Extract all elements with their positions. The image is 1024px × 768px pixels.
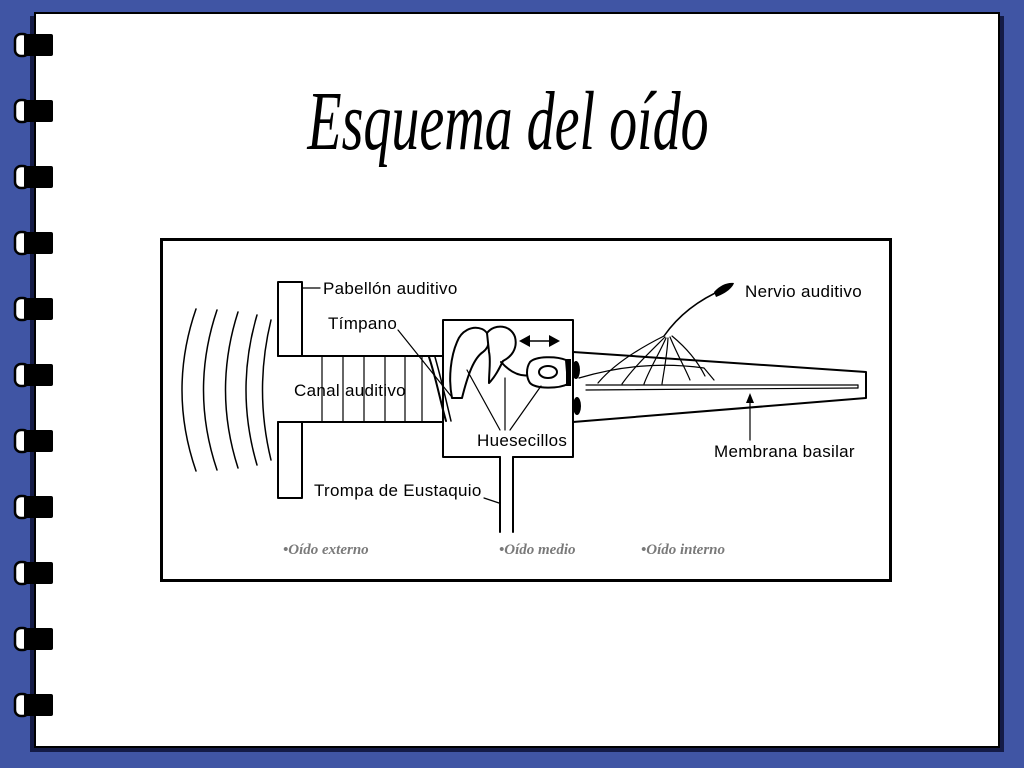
label-ear-canal: Canal auditivo [294, 381, 406, 400]
middle-ear-chamber [442, 319, 574, 458]
sound-wave-arc [261, 319, 272, 461]
pinna-lower [277, 421, 303, 499]
spiral-binding [13, 32, 55, 718]
basilar-membrane-line [585, 387, 859, 391]
section-label-middle-ear: •Oído medio [499, 542, 576, 558]
ossicle-leader-line [509, 385, 542, 431]
ear-canal [277, 355, 444, 423]
label-eardrum: Tímpano [328, 314, 397, 333]
binding-ring-icon [13, 626, 55, 652]
pinna [277, 281, 303, 499]
auditory-nerve [597, 282, 734, 385]
label-auditory-nerve: Nervio auditivo [745, 282, 862, 301]
sound-wave-arc [181, 308, 197, 472]
ear-canal-ridges [321, 356, 423, 422]
binding-ring-icon [13, 362, 55, 388]
binding-ring-icon [13, 692, 55, 718]
nerve-fiber [643, 337, 667, 385]
stapes-opening [538, 365, 558, 379]
label-basilar-membrane: Membrana basilar [714, 442, 855, 461]
sound-wave-arc [245, 314, 258, 466]
nerve-fiber [671, 335, 706, 377]
label-pinna: Pabellón auditivo [323, 279, 458, 298]
nerve-trunk [663, 288, 725, 337]
ossicles-leader-lines [466, 369, 542, 431]
oval-window [572, 361, 580, 379]
incus [486, 325, 517, 384]
cochlear-partition [578, 364, 715, 381]
basilar-membrane [585, 384, 859, 391]
nerve-fibers [597, 335, 706, 385]
ossicles [449, 325, 571, 399]
ossicle-leader-line [466, 369, 501, 431]
nerve-fiber [621, 336, 666, 385]
eustachian-leader-line [483, 497, 500, 504]
nerve-fiber [669, 336, 691, 381]
binding-ring-icon [13, 98, 55, 124]
binding-ring-icon [13, 164, 55, 190]
binding-ring-icon [13, 32, 55, 58]
binding-ring-icon [13, 428, 55, 454]
sound-wave-arc [224, 311, 239, 469]
binding-ring-icon [13, 494, 55, 520]
pinna-upper [277, 281, 303, 357]
binding-ring-icon [13, 296, 55, 322]
stapes-footplate [566, 359, 571, 386]
nerve-fiber [597, 335, 665, 384]
eardrum-membrane [428, 356, 447, 422]
nerve-fiber [661, 337, 669, 385]
eustachian-tube [499, 456, 514, 533]
section-label-inner-ear: •Oído interno [641, 542, 725, 558]
label-ossicles: Huesecillos [477, 431, 567, 450]
ear-diagram-drawing: Pabellón auditivo Tímpano Canal auditivo… [181, 279, 867, 558]
round-window [573, 397, 581, 415]
binding-ring-icon [13, 230, 55, 256]
binding-ring-icon [13, 560, 55, 586]
incus-stapes-joint [500, 361, 531, 377]
vibration-arrow-icon [519, 335, 560, 347]
stapes [526, 356, 569, 389]
label-eustachian-tube: Trompa de Eustaquio [314, 481, 482, 500]
basilar-leader [746, 393, 754, 441]
cochlea [572, 351, 867, 423]
nerve-tip [714, 282, 734, 297]
slide-title: Esquema del oído [307, 75, 709, 169]
sound-waves [181, 308, 272, 472]
malleus [449, 326, 490, 399]
section-label-outer-ear: •Oído externo [283, 542, 369, 558]
ear-diagram: Pabellón auditivo Tímpano Canal auditivo… [160, 238, 892, 582]
sound-wave-arc [202, 309, 218, 471]
eardrum [428, 356, 452, 422]
